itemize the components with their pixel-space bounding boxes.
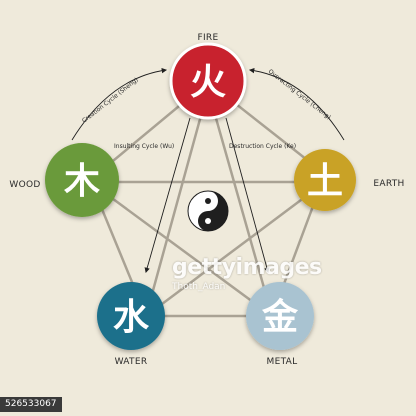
destruction-arrow: [225, 117, 270, 274]
metal-label: METAL: [267, 357, 298, 367]
fire-glyph: 火: [190, 61, 226, 103]
wood-label: WOOD: [9, 180, 40, 190]
watermark: gettyimages Thoth_Adan: [172, 256, 322, 293]
earth-glyph: 土: [307, 160, 343, 202]
earth-element: 土 EARTH: [294, 149, 404, 211]
insulting-arrow: [144, 117, 191, 274]
creation-arc-arrow: [71, 67, 168, 141]
overacting-cycle-label: Overacting Cycle (Cheng): [267, 68, 332, 121]
water-glyph: 水: [113, 296, 150, 338]
wood-glyph: 木: [64, 160, 100, 202]
insulting-cycle-label: Insulting Cycle (Wu): [114, 143, 174, 150]
stock-id-badge: 526533067: [0, 397, 62, 412]
overacting-arc-arrow: [248, 67, 345, 141]
metal-glyph: 金: [261, 296, 299, 338]
destruction-cycle-star: [88, 88, 327, 318]
earth-label: EARTH: [373, 179, 404, 189]
wood-element: 木 WOOD: [9, 143, 119, 217]
watermark-credit: Thoth_Adan: [172, 282, 226, 292]
destruction-cycle-label: Destruction Cycle (Ke): [229, 143, 296, 150]
water-element: 水 WATER: [97, 282, 165, 367]
fire-label: FIRE: [198, 33, 219, 43]
watermark-logo: gettyimages: [172, 255, 322, 280]
fire-element: 火 FIRE: [169, 33, 247, 120]
water-label: WATER: [115, 357, 148, 367]
metal-element: 金 METAL: [246, 282, 314, 367]
creation-cycle-label: Creation Cycle (Sheng): [81, 76, 140, 124]
yin-yang-icon: [187, 190, 229, 232]
